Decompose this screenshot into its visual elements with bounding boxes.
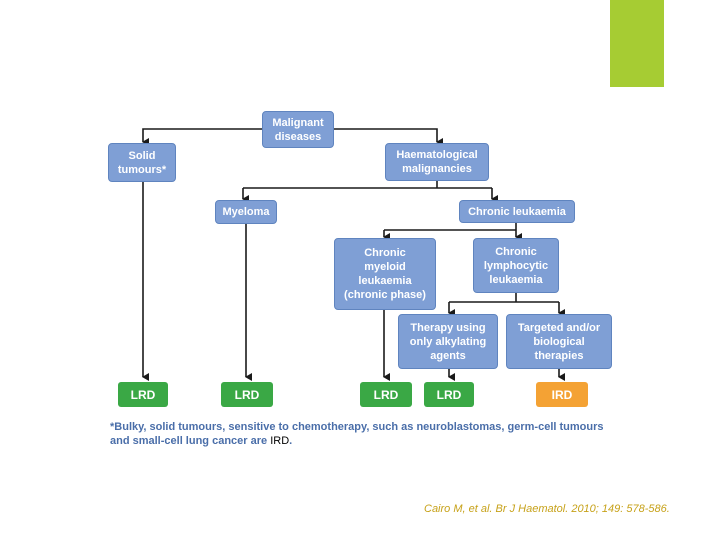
node-targeted-biological-therapies: Targeted and/or biological therapies [506,314,612,369]
citation: Cairo M, et al. Br J Haematol. 2010; 149… [424,503,670,515]
footnote-end: . [289,435,293,447]
node-malignant-diseases: Malignant diseases [262,111,334,148]
node-chronic-lymphocytic-leukaemia: Chronic lymphocytic leukaemia [473,238,559,293]
footnote-text: *Bulky, solid tumours, sensitive to chem… [110,421,604,447]
node-chronic-myeloid-leukaemia: Chronic myeloid leukaemia (chronic phase… [334,238,436,310]
outcome-lrd-solid: LRD [118,382,168,407]
node-myeloma: Myeloma [215,200,277,224]
accent-bar [610,0,664,87]
outcome-lrd-alkylating: LRD [424,382,474,407]
node-haematological-malignancies: Haematological malignancies [385,143,489,181]
footnote-ird: IRD [270,435,290,447]
outcome-lrd-cml: LRD [360,382,412,407]
node-alkylating-therapy: Therapy using only alkylating agents [398,314,498,369]
connector-malignant-solid [142,128,262,146]
node-chronic-leukaemia: Chronic leukaemia [459,200,575,223]
node-solid-tumours: Solid tumours* [108,143,176,182]
outcome-lrd-myeloma: LRD [221,382,273,407]
outcome-ird-targeted: IRD [536,382,588,407]
footnote: *Bulky, solid tumours, sensitive to chem… [110,420,610,448]
connector-malignant-haemato [334,128,443,146]
